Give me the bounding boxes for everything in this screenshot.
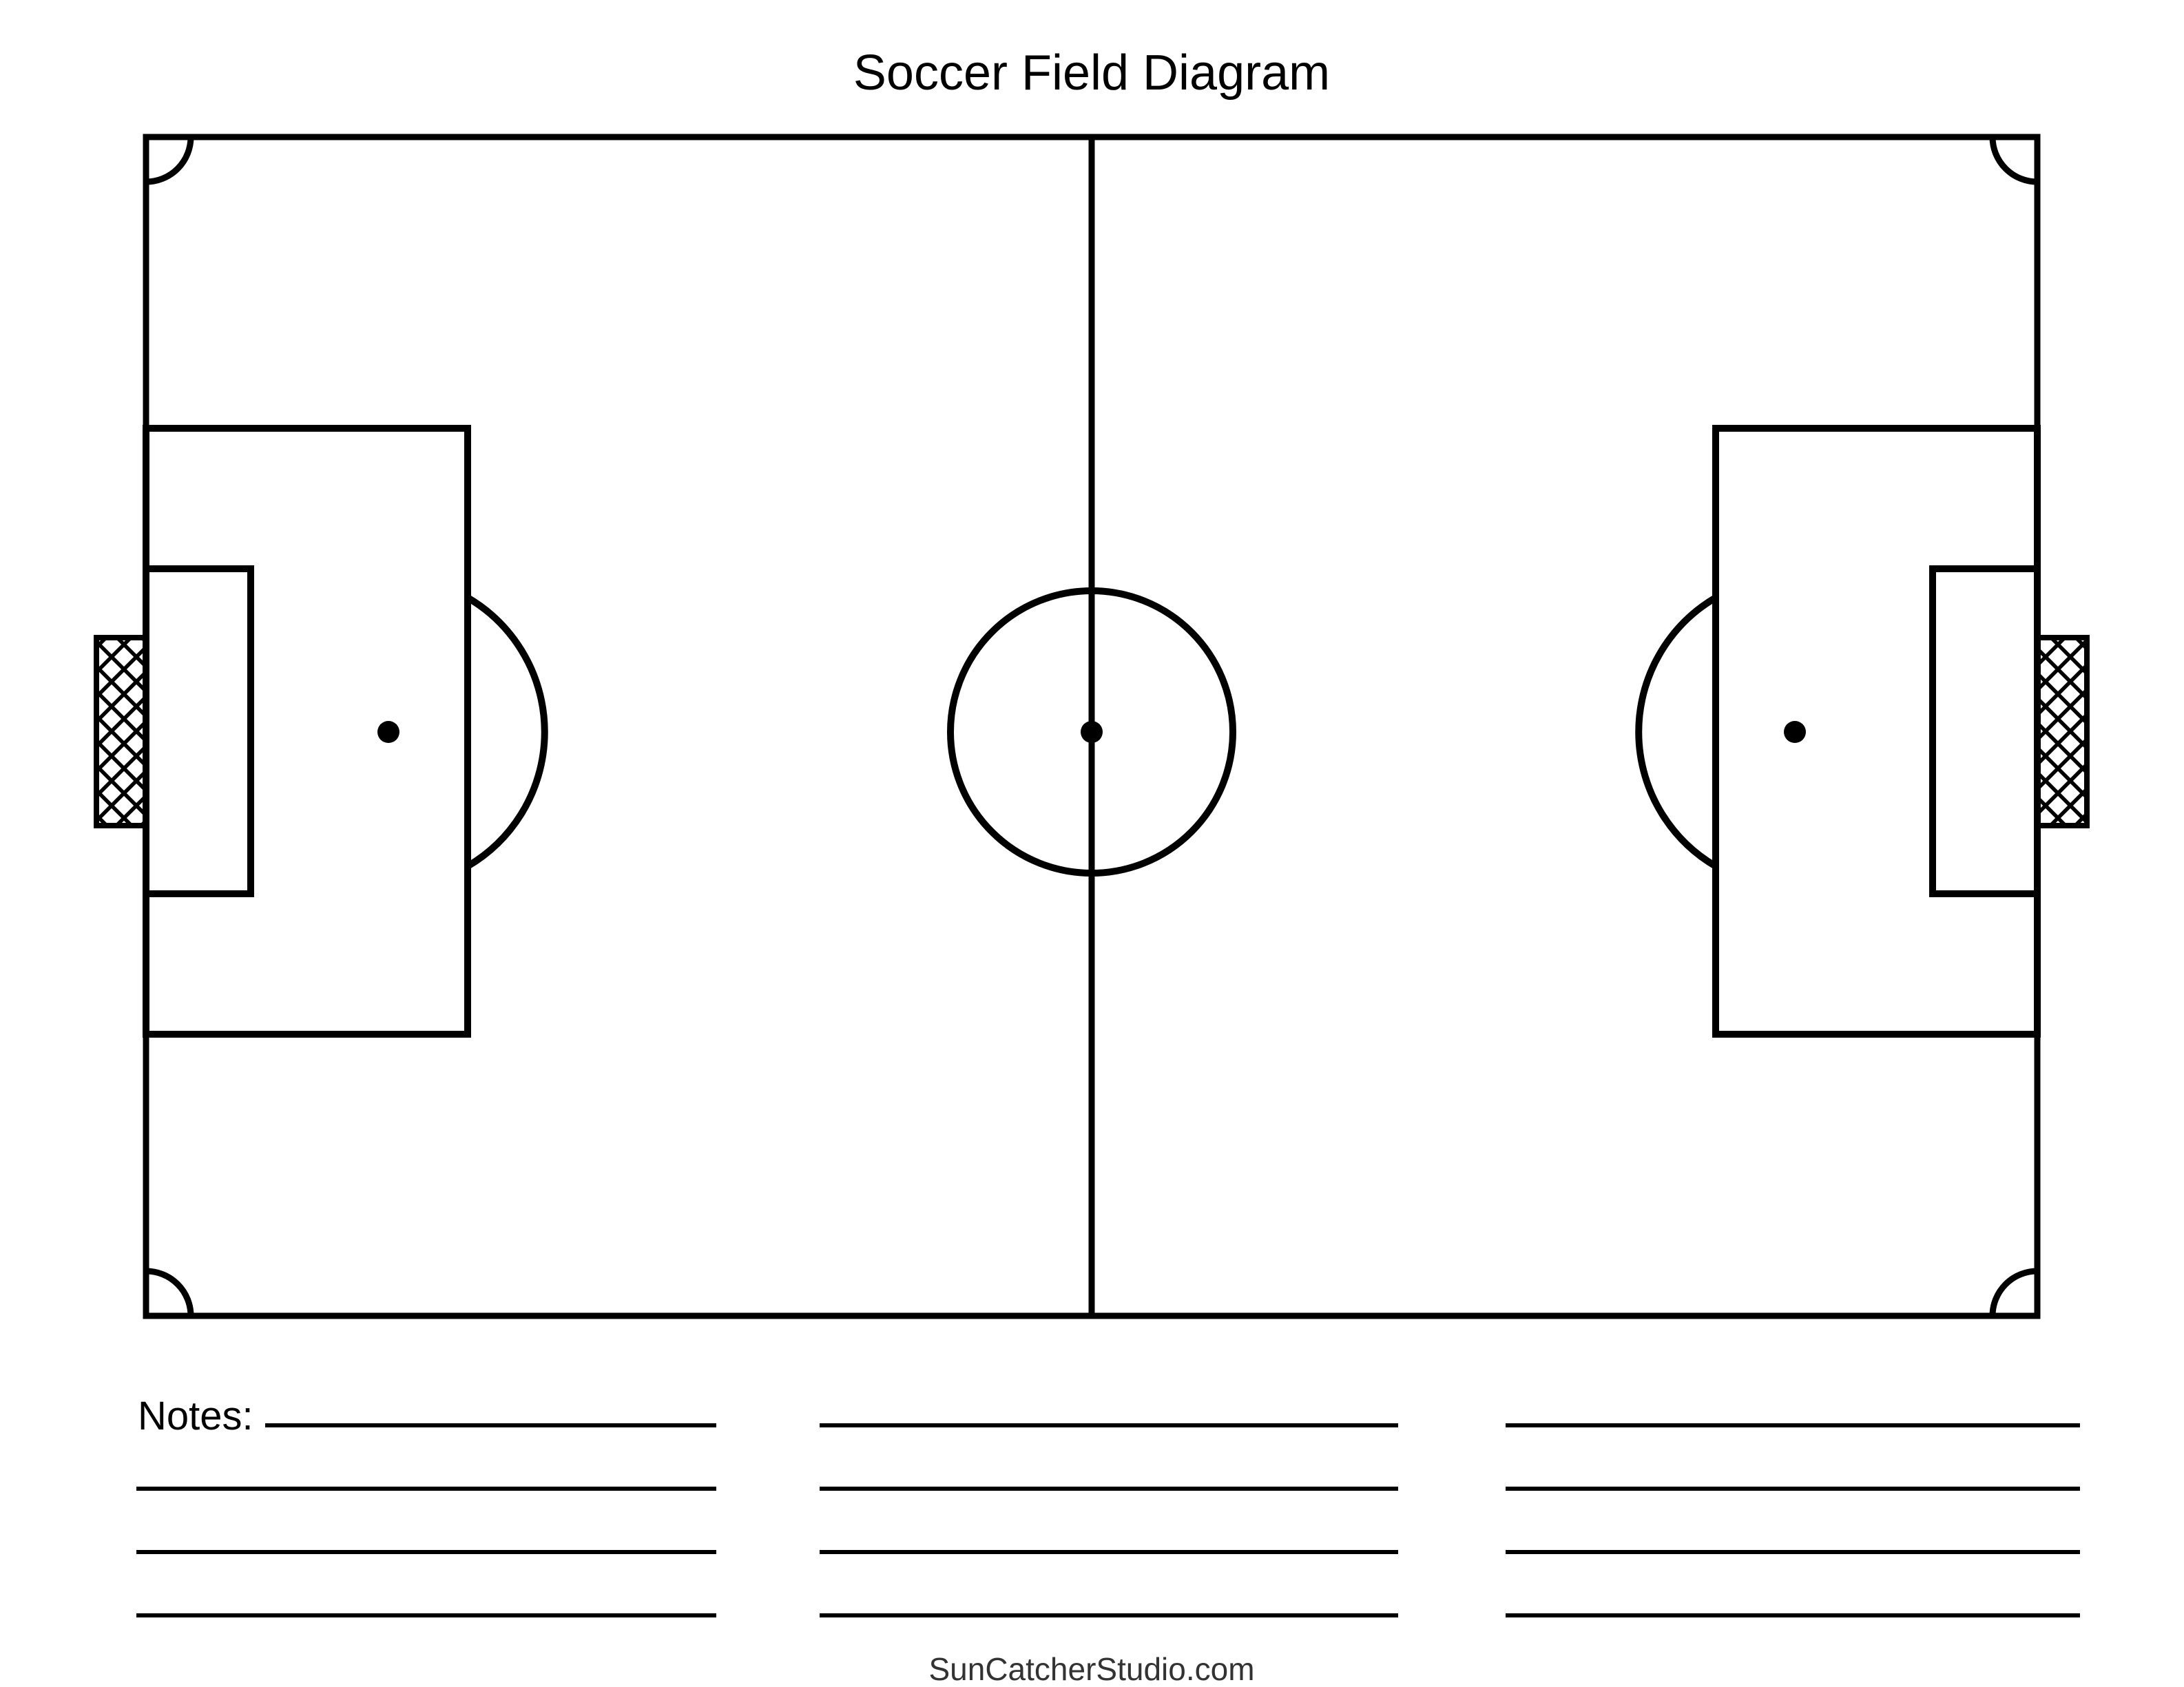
field-lines-group bbox=[94, 134, 2090, 1319]
top-left-corner-arc bbox=[145, 136, 194, 185]
right-penalty-arc bbox=[1635, 594, 1718, 870]
left-penalty-arc bbox=[466, 594, 548, 870]
footer-site-credit: SunCatcherStudio.com bbox=[928, 1651, 1254, 1687]
bottom-right-corner-arc bbox=[1989, 1268, 2038, 1317]
right-penalty-spot bbox=[1784, 721, 1806, 743]
left-penalty-spot bbox=[377, 721, 399, 743]
center-circle bbox=[947, 587, 1236, 877]
left-goal bbox=[94, 635, 149, 828]
bottom-left-corner-arc bbox=[145, 1268, 194, 1317]
top-right-corner-arc bbox=[1989, 136, 2038, 185]
right-goal bbox=[2035, 635, 2090, 828]
page-title: Soccer Field Diagram bbox=[853, 45, 1330, 101]
center-spot bbox=[1081, 721, 1103, 743]
right-goal-area bbox=[1929, 565, 2041, 897]
notes-label: Notes: bbox=[138, 1394, 253, 1438]
notes-lines-group bbox=[136, 1423, 2080, 1617]
left-goal-area bbox=[143, 565, 254, 897]
